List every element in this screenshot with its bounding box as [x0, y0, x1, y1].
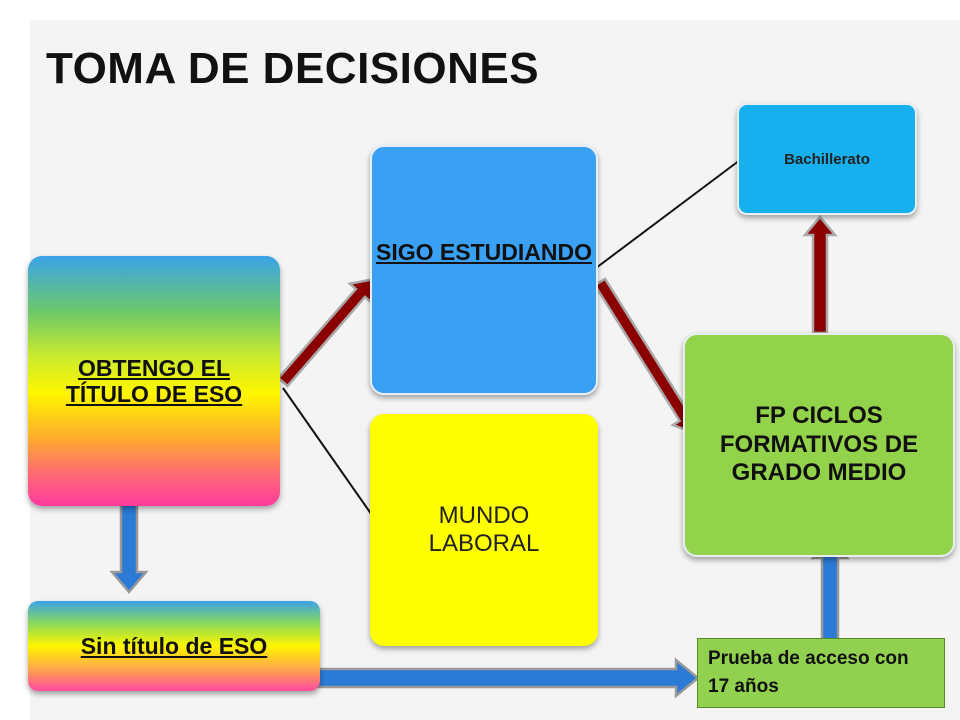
node-prueba-acceso: Prueba de acceso con 17 años — [697, 638, 945, 708]
node-obtengo-titulo-eso-label: OBTENGO EL TÍTULO DE ESO — [65, 354, 243, 407]
node-obtengo-titulo-eso: OBTENGO EL TÍTULO DE ESO — [28, 256, 280, 506]
node-bachillerato: Bachillerato — [737, 103, 917, 215]
node-mundo-laboral-label: MUNDO LABORAL — [428, 502, 540, 557]
node-sin-titulo-eso: Sin título de ESO — [28, 601, 320, 691]
node-sigo-estudiando: SIGO ESTUDIANDO — [370, 145, 598, 395]
slide-title: TOMA DE DECISIONES — [46, 44, 540, 93]
node-fp-ciclos-formativos-label: FP CICLOS FORMATIVOS DE GRADO MEDIO — [719, 401, 919, 487]
node-sigo-estudiando-label: SIGO ESTUDIANDO — [376, 239, 592, 265]
node-mundo-laboral: MUNDO LABORAL — [370, 414, 598, 646]
node-fp-ciclos-formativos: FP CICLOS FORMATIVOS DE GRADO MEDIO — [683, 333, 955, 557]
node-sin-titulo-eso-label: Sin título de ESO — [80, 632, 268, 659]
node-bachillerato-label: Bachillerato — [784, 150, 870, 168]
node-prueba-acceso-label: Prueba de acceso con 17 años — [708, 648, 909, 697]
